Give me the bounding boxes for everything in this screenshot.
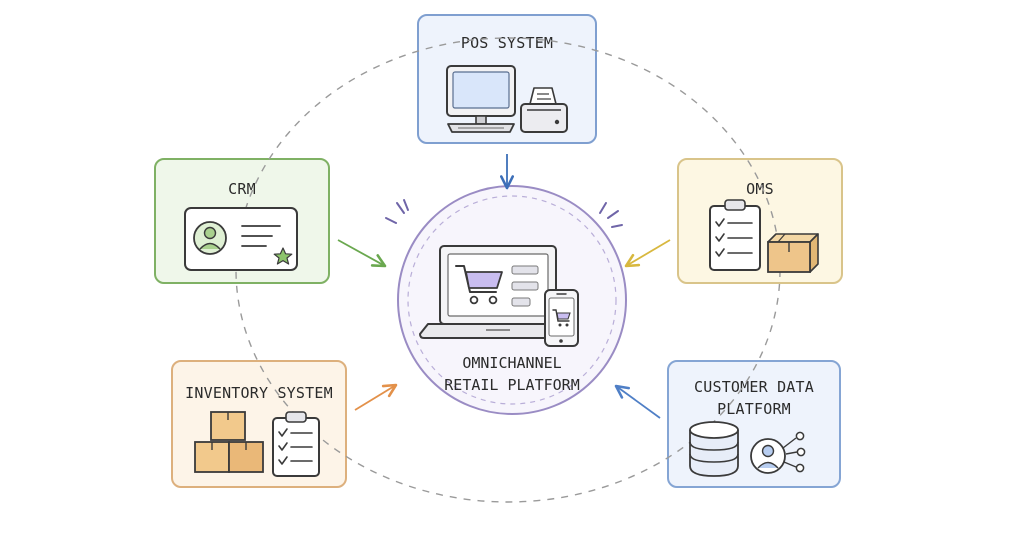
pos-system-title: POS SYSTEM (460, 34, 554, 52)
omnichannel-platform-label: OMNICHANNEL RETAIL PLATFORM (402, 352, 622, 396)
arrow-oms-to-hub (624, 239, 671, 268)
product-bar (511, 297, 531, 307)
inventory-system-title: INVENTORY SYSTEM (185, 384, 333, 402)
inventory-system-node: INVENTORY SYSTEM (171, 360, 347, 488)
customer-data-platform-title: CUSTOMER DATA PLATFORM (669, 376, 839, 420)
shopping-cart-icon (455, 265, 503, 305)
crm-title: CRM (228, 180, 256, 198)
cdp-title-line2: PLATFORM (717, 400, 791, 418)
hub-sparkle-left (385, 199, 409, 224)
center-label-line2: RETAIL PLATFORM (444, 376, 580, 394)
arrow-crm-to-hub (337, 239, 387, 268)
crm-node: CRM (154, 158, 330, 284)
hub-sparkle-right (599, 202, 623, 228)
arrow-cdp-to-hub (614, 384, 661, 419)
oms-title: OMS (746, 180, 774, 198)
center-label-line1: OMNICHANNEL (462, 354, 562, 372)
arrow-inventory-to-hub (354, 383, 398, 411)
cdp-title-line1: CUSTOMER DATA (694, 378, 814, 396)
smartphone-icon (544, 289, 579, 347)
pos-system-node: POS SYSTEM (417, 14, 597, 144)
oms-node: OMS (677, 158, 843, 284)
product-bar (511, 281, 539, 291)
customer-data-platform-node: CUSTOMER DATA PLATFORM (667, 360, 841, 488)
laptop-icon (419, 245, 577, 339)
product-bar (511, 265, 539, 275)
